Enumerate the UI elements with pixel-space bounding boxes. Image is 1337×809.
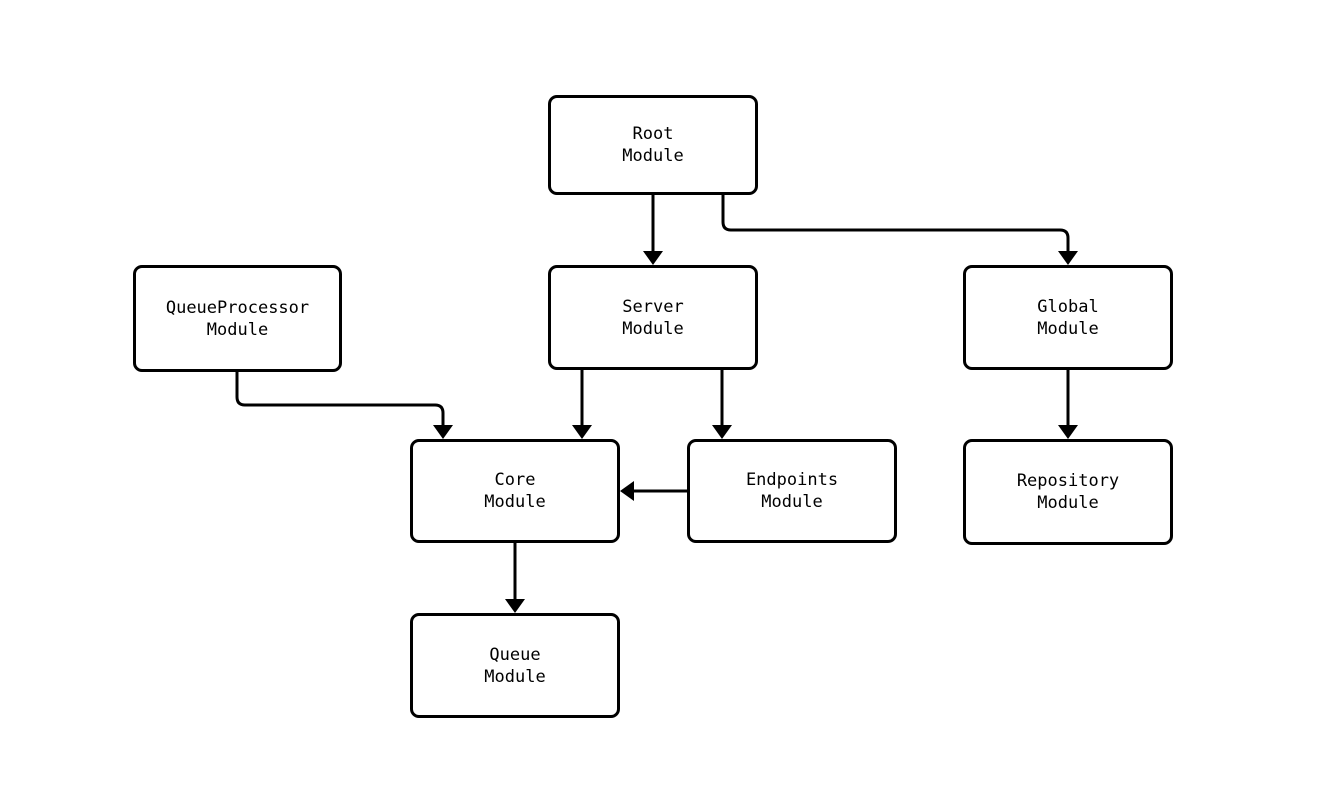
node-queueprocessor-module-line2: Module (206, 319, 269, 340)
node-repository-module-line1: Repository (1016, 471, 1120, 491)
node-core-module[interactable]: Core Module (410, 439, 620, 543)
node-repository-module-line2: Module (1037, 493, 1099, 513)
edge-queueprocessor-to-core (235, 372, 453, 439)
node-queue-module-line1: Queue (489, 644, 541, 665)
edge-server-to-endpoints (712, 370, 732, 439)
node-root-module-line2: Module (622, 146, 684, 166)
edge-endpoints-to-core (620, 481, 687, 501)
node-repository-module[interactable]: Repository Module (963, 439, 1173, 545)
node-queue-module-line2: Module (484, 666, 546, 687)
node-endpoints-module-line2: Module (761, 492, 823, 512)
node-queueprocessor-module[interactable]: QueueProcessor Module (133, 265, 342, 372)
node-root-module-line1: Root (632, 124, 674, 144)
node-endpoints-module-line1: Endpoints (745, 470, 839, 490)
node-queueprocessor-module-line1: QueueProcessor (165, 297, 310, 318)
edge-server-to-core (572, 370, 592, 439)
edge-global-to-repository (1058, 370, 1078, 439)
node-global-module-line2: Module (1037, 318, 1099, 339)
node-core-module-line1: Core (494, 470, 536, 490)
node-core-module-line2: Module (484, 492, 546, 512)
node-server-module-line2: Module (622, 318, 684, 339)
edge-root-to-server (643, 195, 663, 265)
edge-core-to-queue (505, 543, 525, 613)
node-server-module-line1: Server (622, 296, 684, 317)
node-root-module[interactable]: Root Module (548, 95, 758, 195)
node-global-module-line1: Global (1037, 296, 1099, 317)
node-global-module[interactable]: Global Module (963, 265, 1173, 370)
node-endpoints-module[interactable]: Endpoints Module (687, 439, 897, 543)
node-server-module[interactable]: Server Module (548, 265, 758, 370)
node-queue-module[interactable]: Queue Module (410, 613, 620, 718)
edge-root-to-global (721, 195, 1078, 265)
